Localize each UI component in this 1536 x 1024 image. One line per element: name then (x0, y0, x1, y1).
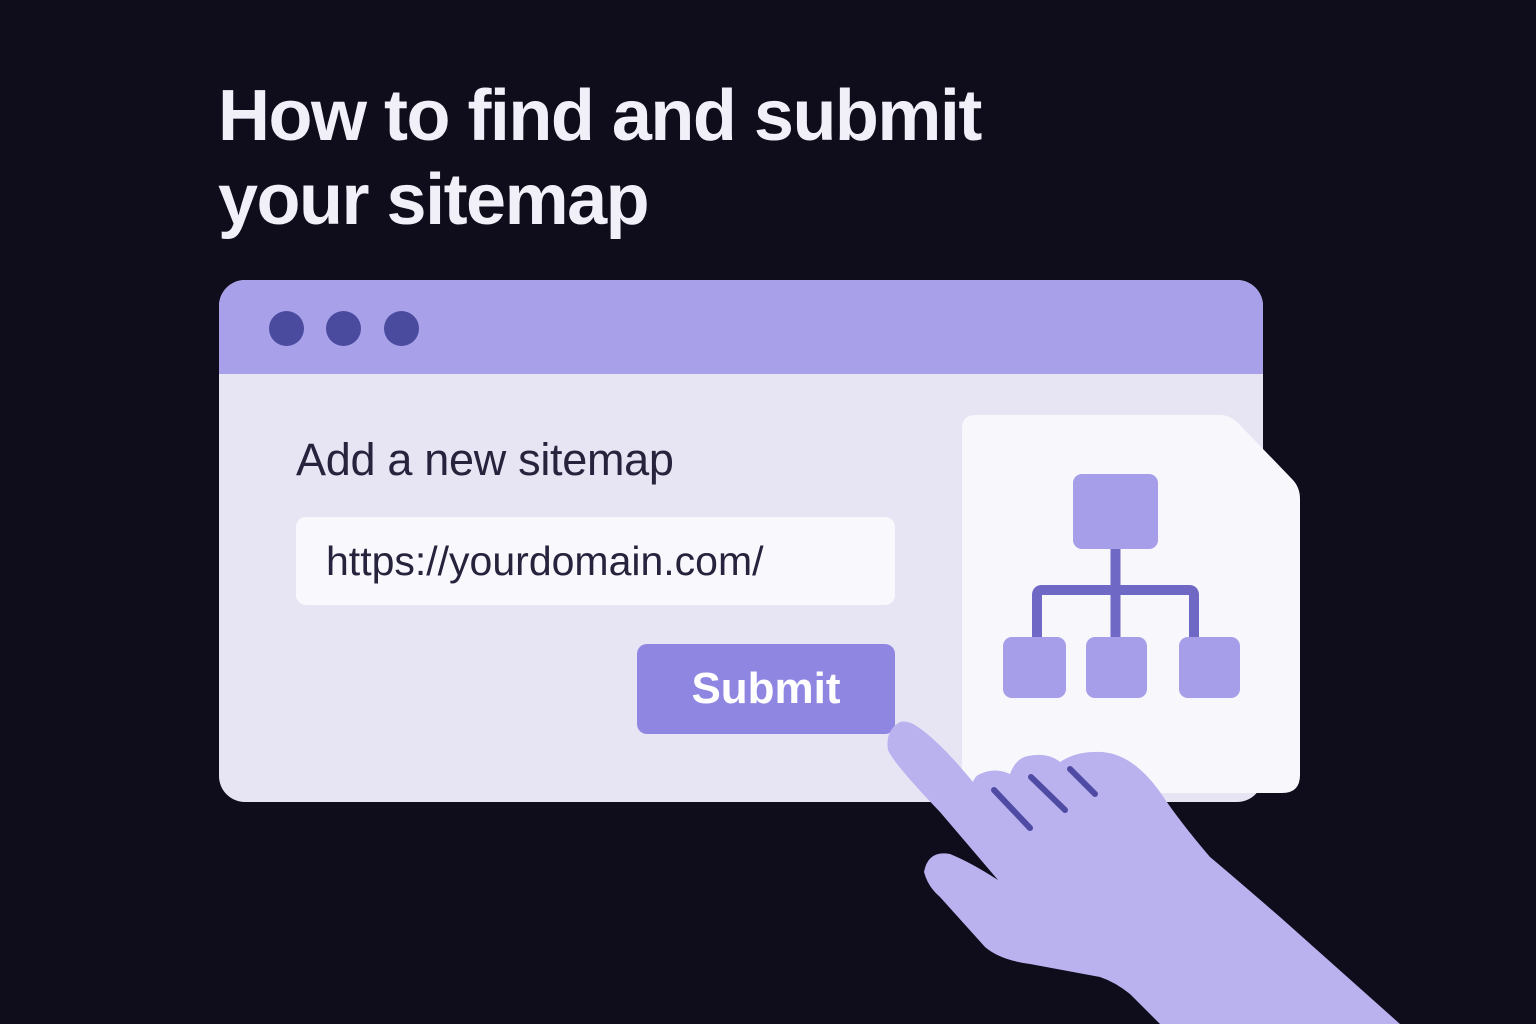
sitemap-url-input[interactable] (296, 517, 895, 605)
headline-line-2: your sitemap (218, 160, 650, 240)
window-dot-3[interactable] (384, 311, 419, 346)
window-dot-1[interactable] (269, 311, 304, 346)
sitemap-tree-icon (1003, 474, 1240, 698)
pointing-hand-icon (887, 721, 1400, 1024)
add-sitemap-title: Add a new sitemap (296, 434, 674, 485)
window-dot-2[interactable] (326, 311, 361, 346)
sitemap-document-icon (962, 415, 1300, 793)
window-titlebar (219, 280, 1263, 374)
headline-line-1: How to find and submit (218, 76, 982, 156)
submit-button[interactable]: Submit (637, 644, 895, 734)
page-headline: How to find and submit your sitemap (218, 74, 1118, 242)
